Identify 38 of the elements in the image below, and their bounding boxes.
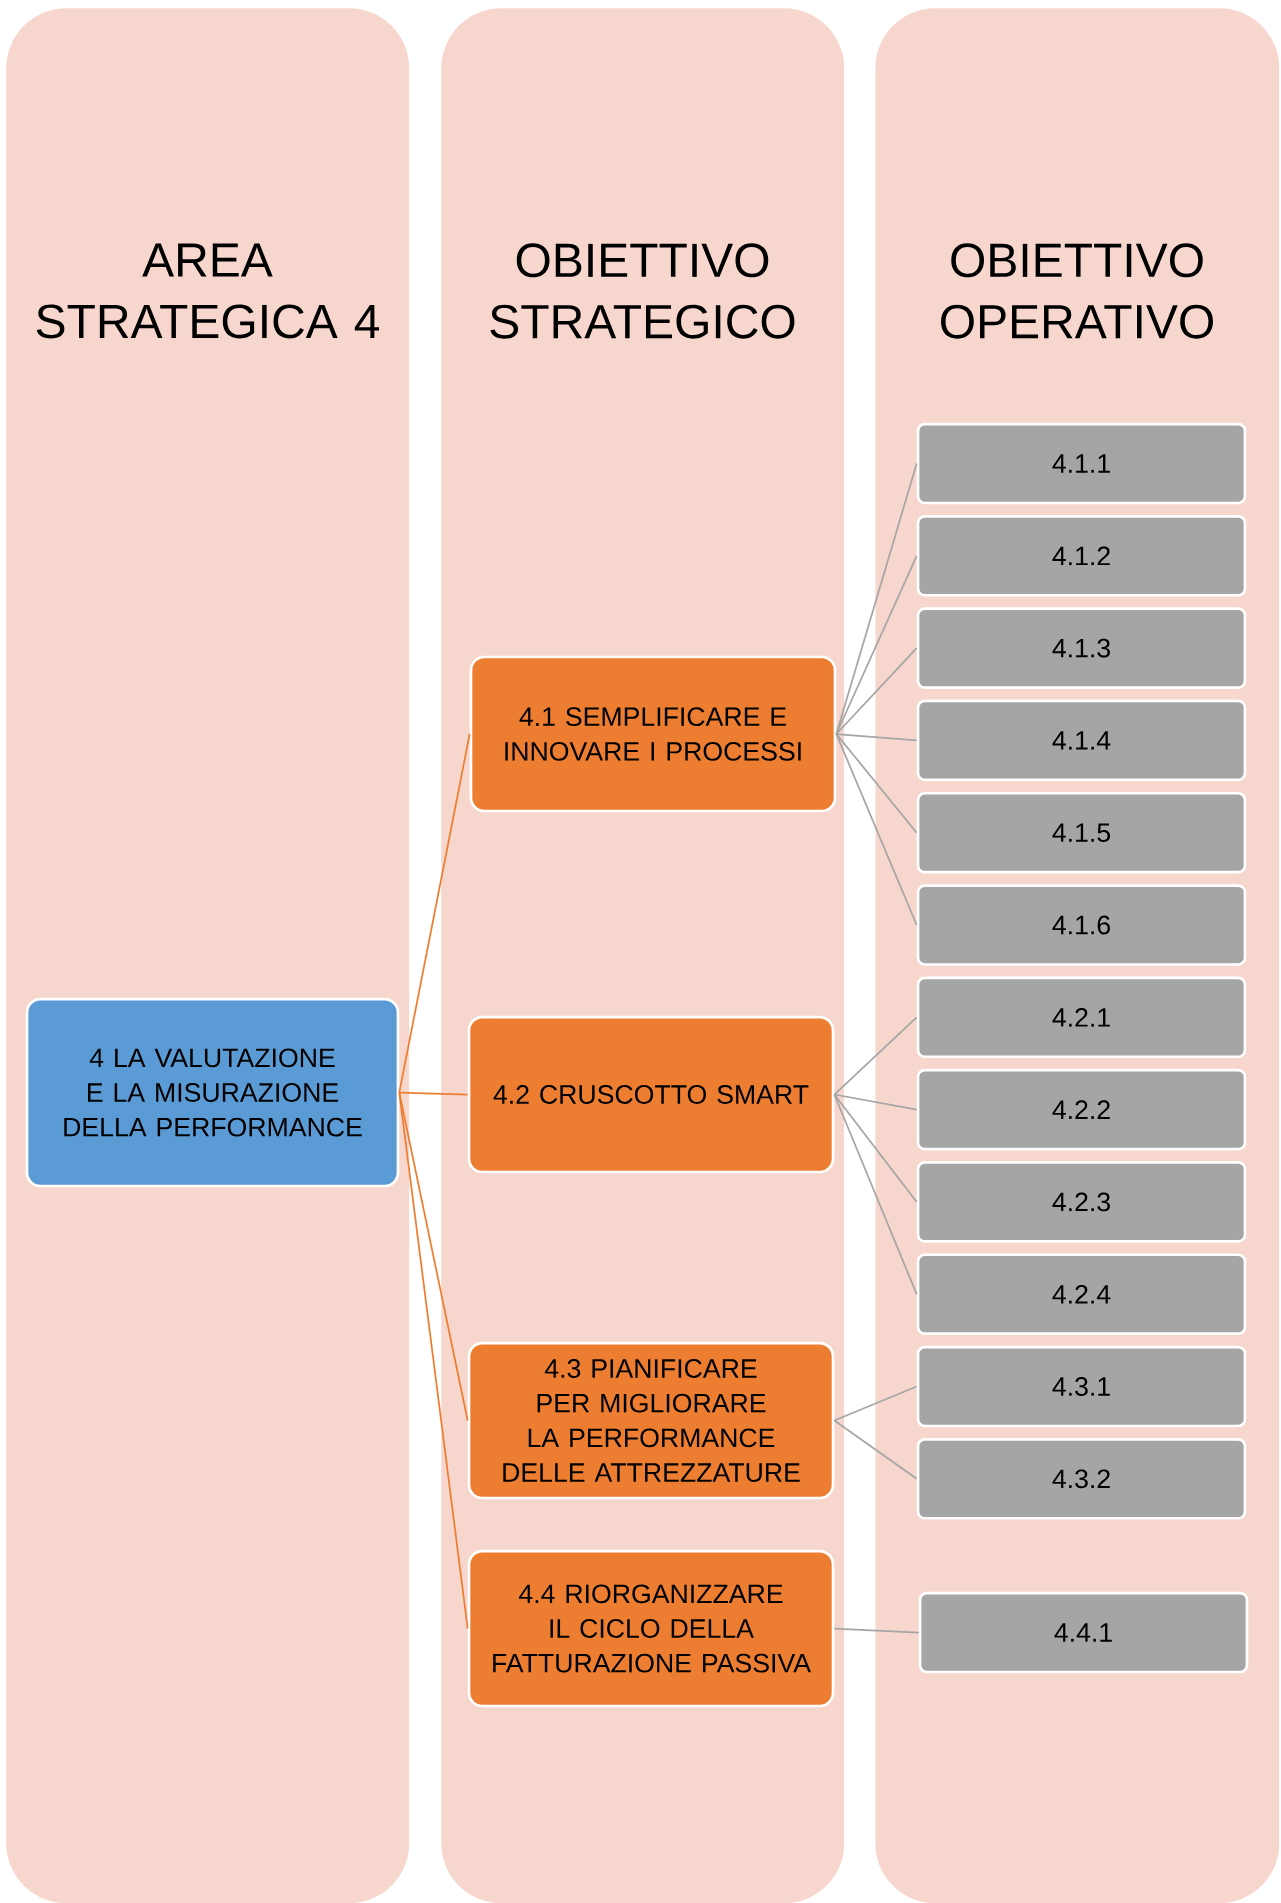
connector-line xyxy=(833,1093,918,1203)
connector-line xyxy=(835,554,918,735)
objective-box: 4.4 RIORGANIZZARE IL CICLO DELLA FATTURAZIONE PASSIVA xyxy=(467,1549,835,1708)
area-box: 4 LA VALUTAZIONE E LA MISURAZIONE DELLA PERFORMANCE xyxy=(25,997,400,1188)
column-heading: OBIETTIVO STRATEGICO xyxy=(490,243,795,339)
column-heading: OBIETTIVO OPERATIVO xyxy=(941,243,1213,339)
connector-line xyxy=(398,1091,469,1630)
operative-box: 4.2.3 xyxy=(916,1161,1247,1243)
col-background xyxy=(6,8,410,1903)
connector-line xyxy=(833,1627,920,1634)
connector-line xyxy=(835,733,918,926)
connector-line xyxy=(835,647,918,735)
operative-box: 4.1.4 xyxy=(916,699,1247,782)
operative-box: 4.1.1 xyxy=(916,422,1247,505)
operative-box: 4.3.2 xyxy=(916,1438,1247,1520)
operative-box: 4.1.3 xyxy=(916,607,1247,689)
connector-line xyxy=(398,1091,469,1422)
connector-line xyxy=(835,733,918,834)
connector-line xyxy=(833,1419,918,1480)
operative-box: 4.1.5 xyxy=(916,791,1247,874)
connector-line xyxy=(398,733,471,1094)
connector-line xyxy=(833,1093,918,1111)
connector-line xyxy=(833,1093,918,1296)
column-heading: AREA STRATEGICA 4 xyxy=(36,243,379,339)
connector-line xyxy=(835,733,918,742)
objective-box: 4.1 SEMPLIFICARE E INNOVARE I PROCESSI xyxy=(469,655,837,813)
objective-box: 4.2 CRUSCOTTO SMART xyxy=(467,1015,835,1174)
operative-box: 4.3.1 xyxy=(916,1345,1247,1428)
operative-box: 4.4.1 xyxy=(918,1591,1249,1674)
operative-box: 4.2.1 xyxy=(916,976,1247,1059)
operative-box: 4.1.2 xyxy=(916,515,1247,597)
connector-line xyxy=(398,1091,469,1096)
connector-line xyxy=(833,1385,918,1422)
operative-box: 4.2.2 xyxy=(916,1068,1247,1151)
objective-box: 4.3 PIANIFICARE PER MIGLIORARE LA PERFORMANCE DELLE ATTREZZATURE xyxy=(467,1341,835,1500)
operative-box: 4.1.6 xyxy=(916,884,1247,966)
operative-box: 4.2.4 xyxy=(916,1253,1247,1335)
connector-line xyxy=(833,1016,918,1096)
